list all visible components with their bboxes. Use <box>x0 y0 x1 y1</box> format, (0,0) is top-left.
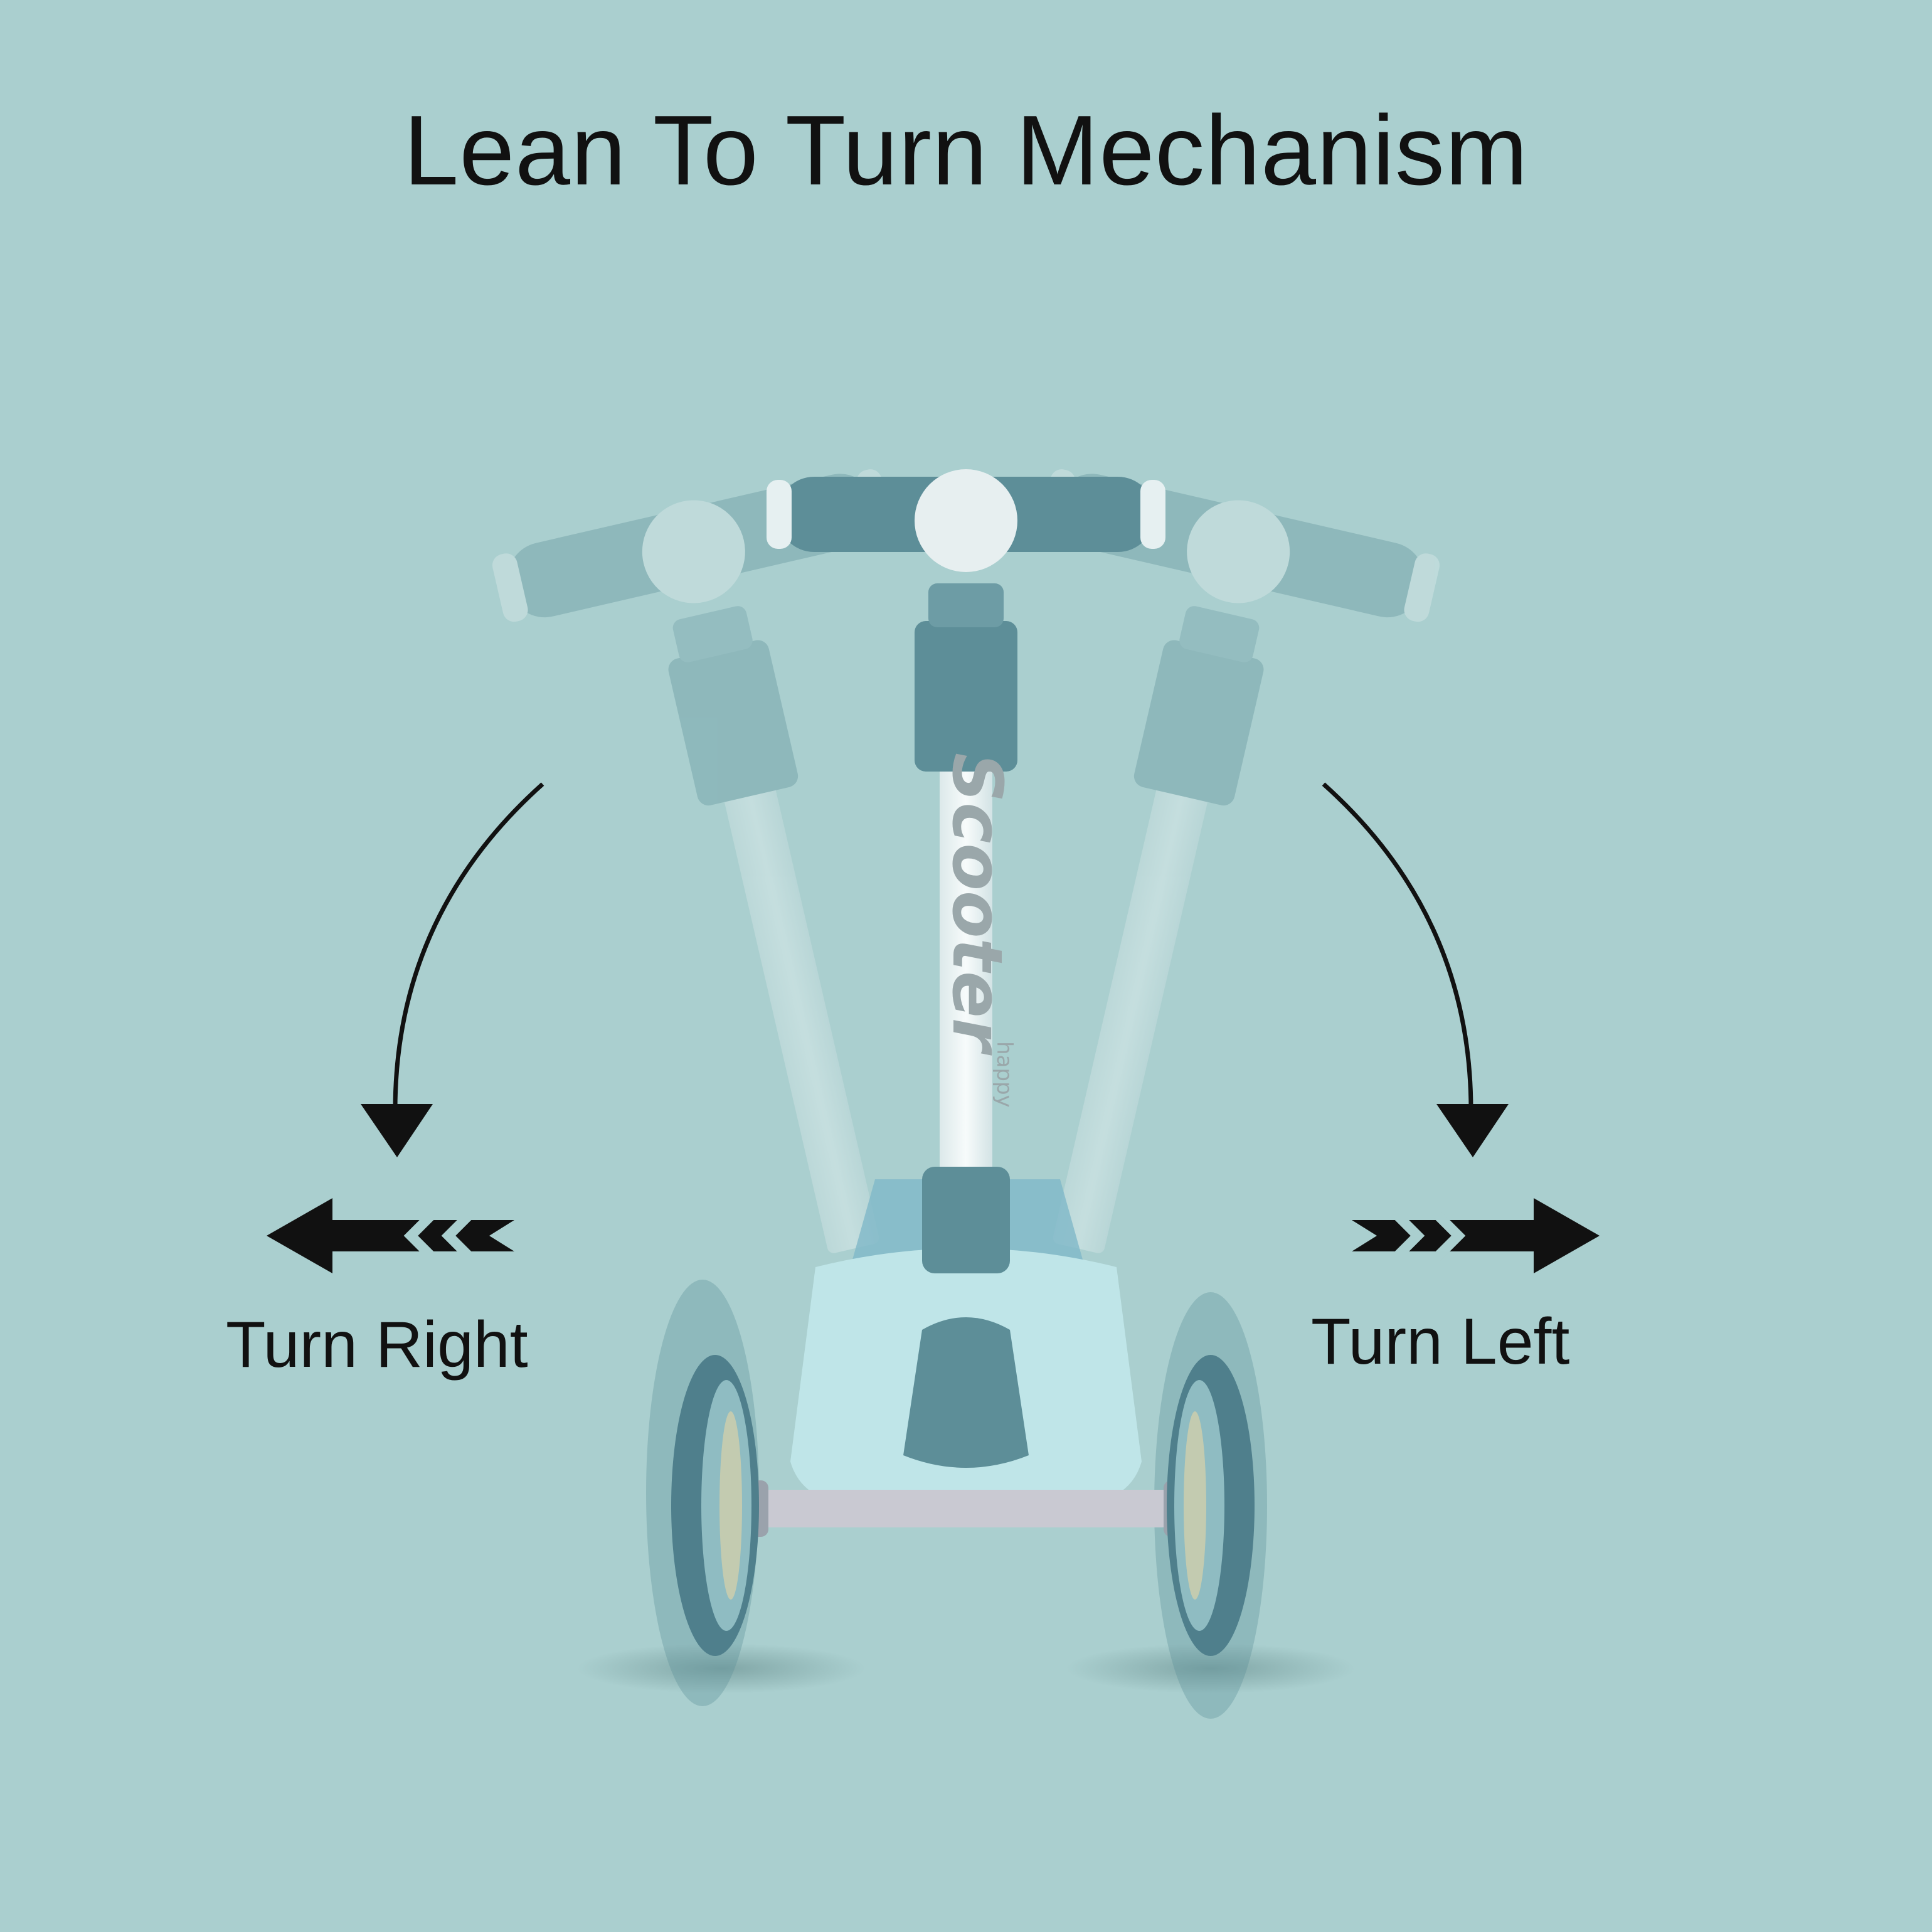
right-direction-arrow-icon <box>1352 1198 1600 1273</box>
curved-arrow-left-icon <box>393 782 544 1111</box>
stem-brand-small: happy <box>992 1041 1017 1108</box>
front-right-wheel <box>1167 1355 1255 1656</box>
turn-right-label: Turn Right <box>226 1308 528 1381</box>
scooter-deck <box>790 1167 1142 1505</box>
curved-arrow-left-head-icon <box>361 1104 433 1157</box>
left-direction-arrow-icon <box>267 1198 514 1273</box>
stem-brand-text: Scooter <box>937 753 1017 1056</box>
curved-arrow-right-icon <box>1322 782 1473 1111</box>
front-left-wheel <box>671 1355 759 1656</box>
page-title: Lean To Turn Mechanism <box>403 95 1529 206</box>
turn-left-label: Turn Left <box>1311 1305 1570 1378</box>
curved-arrow-right-head-icon <box>1436 1104 1509 1157</box>
